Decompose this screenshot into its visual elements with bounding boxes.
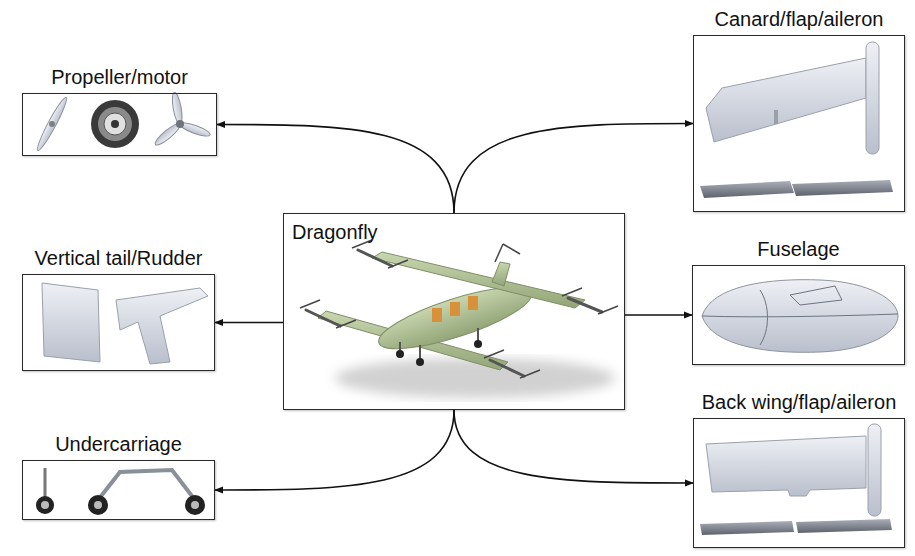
connector-arrow: [454, 410, 693, 483]
component-box: Canard/flap/aileron: [693, 35, 905, 212]
fuselage-art: [702, 280, 898, 353]
component-title: Dragonfly: [292, 220, 378, 244]
component-title: Propeller/motor: [51, 65, 188, 89]
connector-arrow: [625, 314, 692, 316]
aircraft-art: [300, 240, 618, 398]
aircraft-panel: Dragonfly: [283, 213, 625, 410]
component-title: Canard/flap/aileron: [715, 7, 884, 31]
canard-art: [700, 42, 893, 198]
vertical-tail-art: [42, 283, 208, 364]
connector-arrow: [454, 124, 693, 214]
component-box: Propeller/motor: [22, 93, 217, 156]
connector-arrow: [217, 125, 454, 214]
component-title: Back wing/flap/aileron: [702, 390, 897, 414]
back-wing-art: [700, 424, 892, 535]
component-box: Fuselage: [692, 265, 905, 365]
component-title: Vertical tail/Rudder: [35, 246, 203, 270]
component-title: Undercarriage: [55, 432, 182, 456]
propeller-motor-art: [34, 92, 211, 153]
component-box: Vertical tail/Rudder: [22, 274, 215, 371]
undercarriage-art: [36, 468, 205, 515]
component-title: Fuselage: [757, 237, 839, 261]
component-box: Back wing/flap/aileron: [693, 418, 905, 548]
connector-arrow: [215, 410, 454, 490]
connector-arrow: [215, 322, 283, 324]
component-box: Undercarriage: [22, 460, 215, 520]
